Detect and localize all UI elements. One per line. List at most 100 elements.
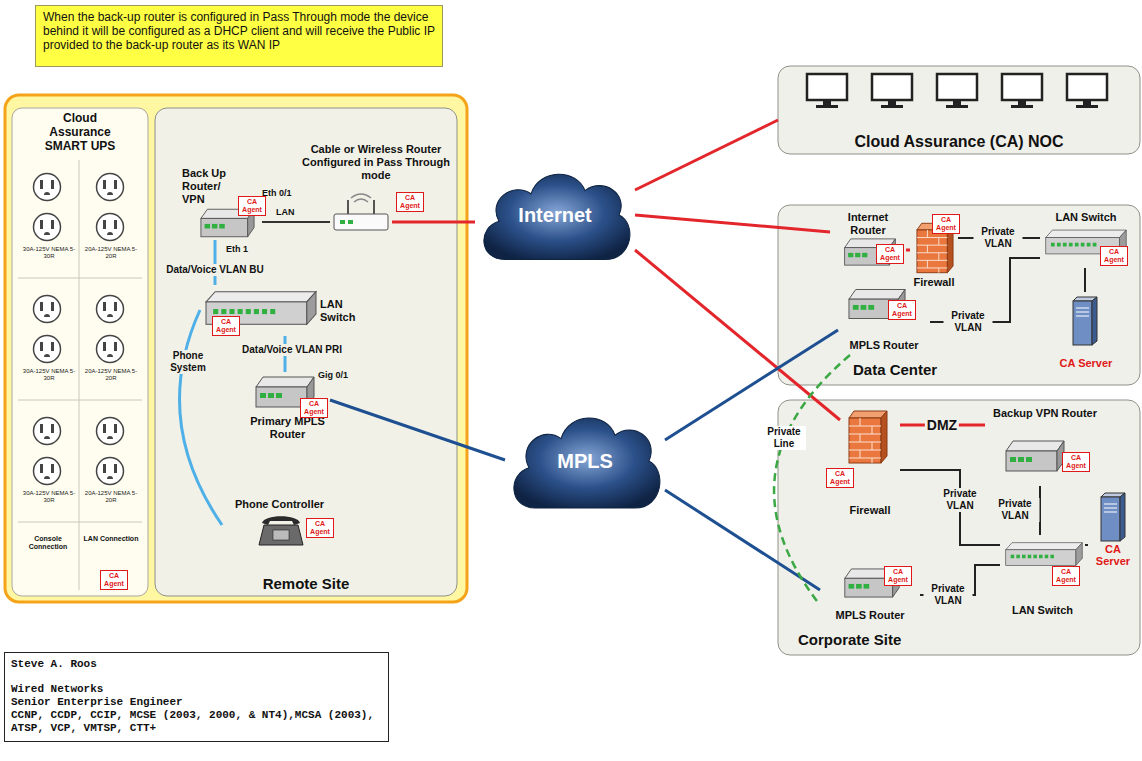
node-text: Primary MPLS Router [245,415,330,441]
node-text: CA Server [1088,543,1138,567]
datacenter-panel [778,205,1140,385]
text-group: Internet [475,203,635,227]
text-group: Steve A. RoosWired NetworksSenior Enterp… [5,653,388,740]
connector [665,490,820,590]
corporate-panel [778,400,1140,655]
connector-label: DMZ [925,417,959,433]
text-group: Cloud Assurance SMART UPS [32,111,128,153]
text-group: Internet Router [830,211,906,237]
node-text: MPLS [505,449,665,473]
ca-agent-tag: CA Agent [876,244,904,264]
router-device: Backup VPN Router [985,404,1105,486]
node-text: LAN Switch [1040,211,1132,224]
text-group: MPLS Router [838,339,930,352]
switch-icon [1006,543,1083,566]
connector [1084,268,1086,292]
wireless-router-device: Cable or Wireless Router Configured in P… [300,140,452,240]
outlet-rating: 30A-125V NEMA 5-30R [22,368,76,382]
noc-panel: Cloud Assurance (CA) NOC [778,66,1140,154]
network-cloud: MPLS [505,405,665,517]
monitor-icon [937,74,977,108]
ca-agent-tag: CA Agent [212,316,240,336]
remote-panel [155,108,457,596]
text-group: LAN Switch [320,285,370,336]
ca-agent-tag: CA Agent [238,196,266,216]
node-text: Back Up Router/ VPN [182,167,242,206]
node-text: Corporate Site [798,631,901,649]
text-group: Cable or Wireless Router Configured in P… [300,143,452,182]
text-group: Corporate Site [798,631,901,649]
port-label: Eth 0/1 [262,188,292,199]
text-group: Backup VPN Router [985,407,1105,420]
ups-panel [12,108,148,596]
node-text: Phone Controller [222,498,337,511]
noc-panel [778,66,1140,154]
text-group: Cloud Assurance (CA) NOC [778,132,1140,151]
node-text: LAN Switch [320,298,370,324]
node-text: MPLS Router [820,609,920,622]
ca-agent-tag: CA Agent [100,570,128,590]
node-text: Senior Enterprise Engineer [5,696,388,709]
text-group: Phone Controller [222,498,337,511]
node-text: Data Center [853,361,937,379]
monitor-icon [807,74,847,108]
network-cloud: Internet [475,162,635,268]
connector-label: Phone System [161,350,215,374]
ca-agent-tag: CA Agent [884,566,912,586]
connection-label: Console Connection [20,535,76,551]
ca-agent-tag: CA Agent [826,468,854,488]
text-group: Firewall [910,276,958,289]
server-device: CA Server [1050,292,1122,372]
connector-label: Data/Voice VLAN BU [164,264,266,276]
ca-agent-tag: CA Agent [1062,452,1090,472]
node-text: MPLS Router [838,339,930,352]
port-label: LAN [276,207,295,218]
text-group: MPLS [505,449,665,473]
port-label: Eth 1 [226,244,248,255]
connector-label: Private VLAN [991,498,1040,522]
text-group: LAN Switch [1040,211,1132,224]
connector-label: Data/Voice VLAN PRI [240,344,344,356]
ca-agent-tag: CA Agent [932,214,960,234]
text-group: Remote Site [155,575,457,593]
connector [906,249,910,252]
ca-agent-tag: CA Agent [1052,566,1080,586]
node-text: CCNP, CCDP, CCIP, MCSE (2003, 2000, & NT… [5,709,388,740]
site-panel: Corporate Site Firewall Backup VPN RouterM… [778,400,1140,655]
node-text: Backup VPN Router [985,407,1105,420]
node-text: Firewall [840,504,900,517]
connector [330,400,505,460]
text-group: MPLS Router [820,609,920,622]
node-text: When the back-up router is configured in… [36,6,442,56]
link-wire [300,221,330,223]
connector-label: Private VLAN [944,310,993,334]
monitor-icon [1067,74,1107,108]
node-text: Internet Router [830,211,906,237]
node-text: LAN Switch [1000,604,1085,617]
remote-region [5,95,467,602]
text-group: LAN Switch [1000,604,1085,617]
node-text: Internet [475,203,635,227]
monitor-icon [872,74,912,108]
monitor-icon [1002,74,1042,108]
internet-wire [392,221,452,224]
connector [635,215,830,232]
node-text: Wired Networks [5,683,388,696]
node-text: Cloud Assurance SMART UPS [32,111,128,153]
firewall-device: Firewall [840,406,900,520]
text-group: Firewall [840,504,900,517]
phone-icon [259,516,303,545]
connector [635,120,778,190]
node-text: CA Server [1050,357,1122,369]
node-text: Cloud Assurance (CA) NOC [778,132,1140,151]
node-text: Remote Site [155,575,457,593]
ca-agent-tag: CA Agent [306,518,334,538]
text-group: When the back-up router is configured in… [36,6,442,56]
ups-cell-dividers [18,160,142,590]
server-device: CA Server [1088,488,1138,570]
text-group: Primary MPLS Router [245,415,330,441]
outlet-rating: 20A-125V NEMA 5-20R [84,490,138,504]
connector [900,470,1000,545]
